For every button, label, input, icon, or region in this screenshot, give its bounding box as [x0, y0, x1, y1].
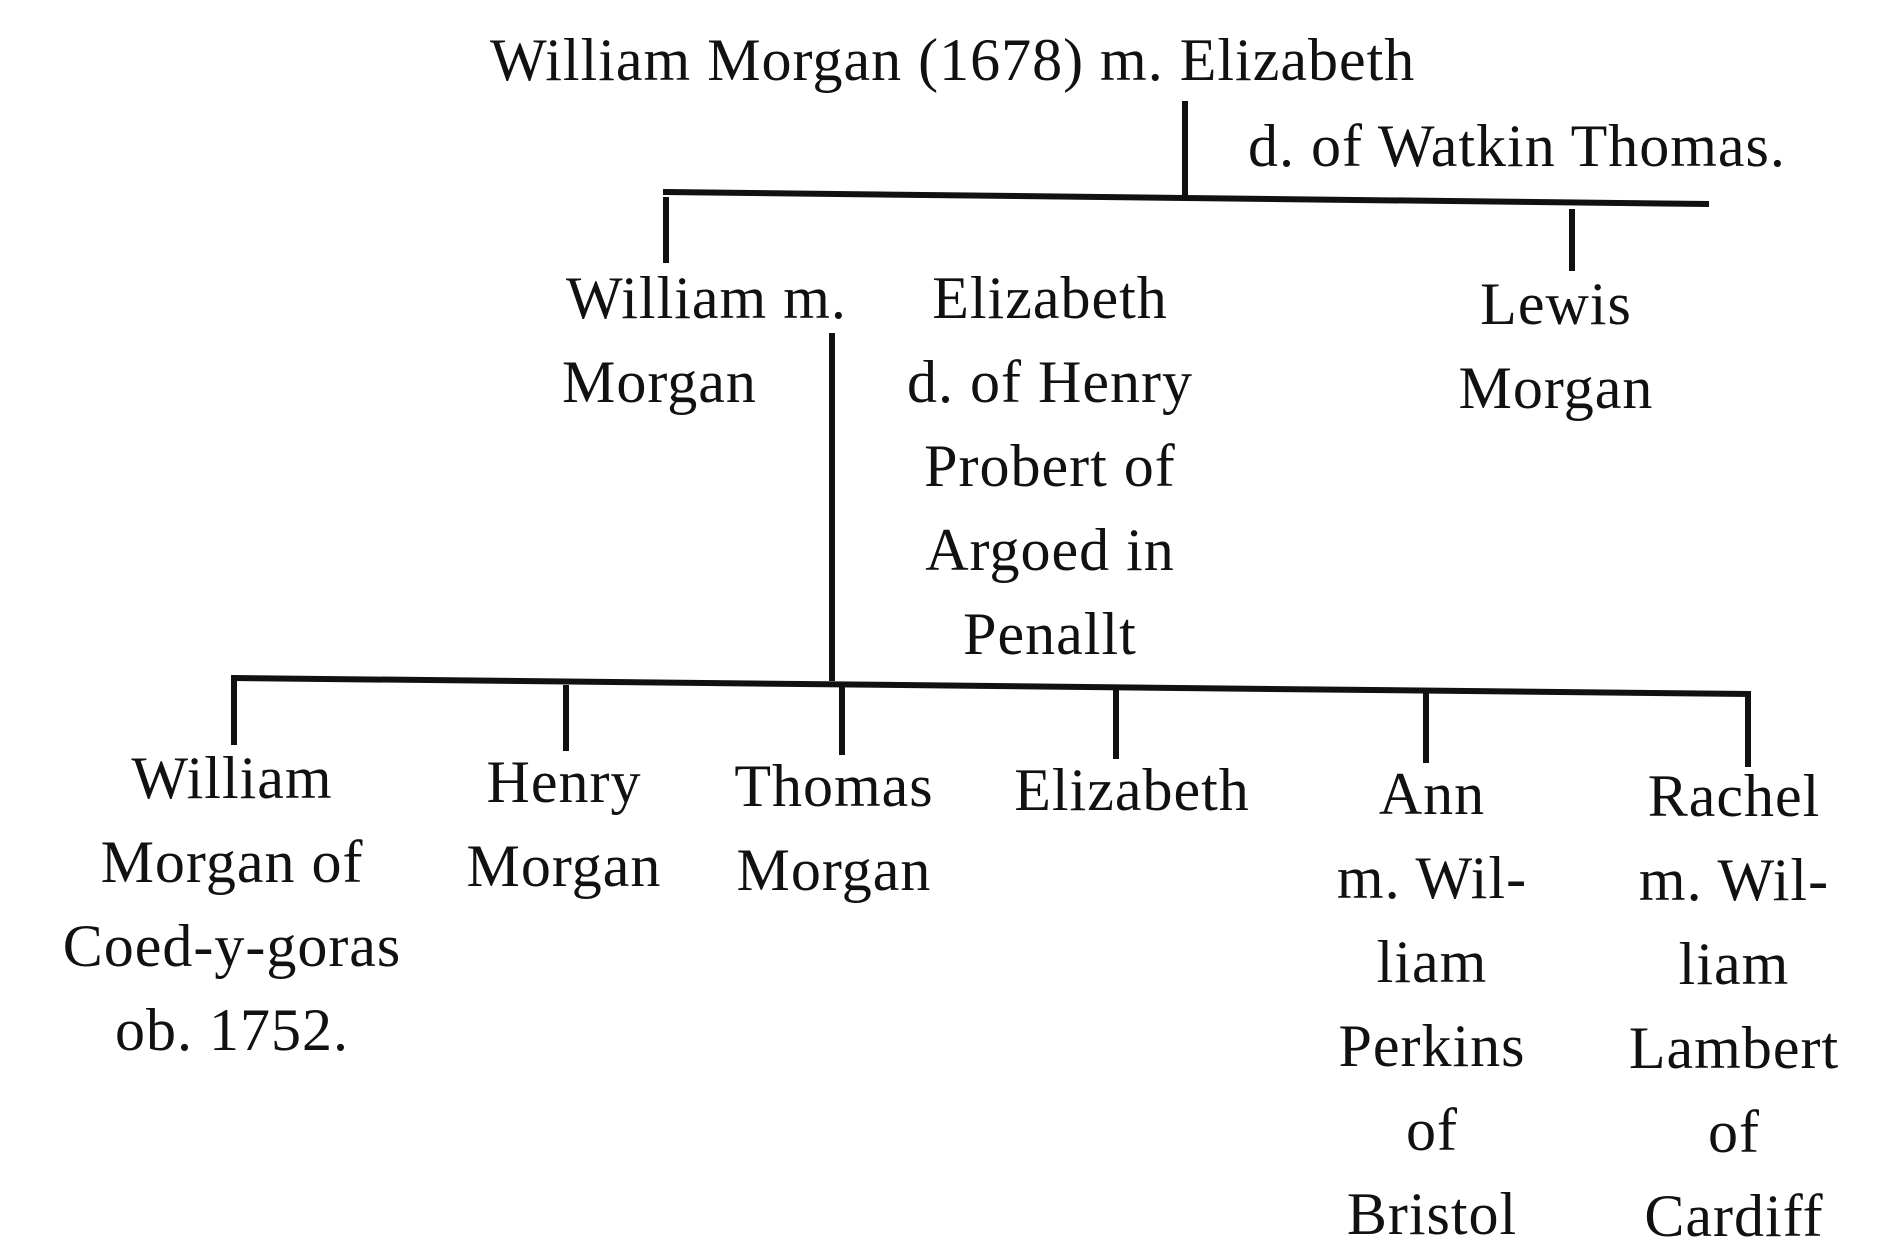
gen3-ann-perkins: Ann m. Wil- liam Perkins of Bristol	[1336, 761, 1528, 1247]
gen3-william-morgan-coed-y-goras: William Morgan of Coed-y-goras ob. 1752.	[62, 745, 402, 1063]
gen2-lewis-morgan: Lewis Morgan	[1458, 271, 1654, 421]
root-couple-line1: William Morgan (1678) m. Elizabeth	[490, 27, 1416, 93]
gen3-henry-morgan: Henry Morgan	[466, 749, 662, 899]
gen3-elizabeth: Elizabeth	[1014, 757, 1250, 823]
gen2-elizabeth-probert: Elizabeth d. of Henry Probert of Argoed …	[907, 265, 1193, 667]
root-couple-line2: d. of Watkin Thomas.	[1248, 113, 1786, 179]
gen3-horizontal-line	[230, 674, 1752, 698]
gen2-horizontal-line	[662, 188, 1710, 208]
gen2-william-morgan: William m. Morgan	[562, 265, 847, 415]
gen3-thomas-morgan: Thomas Morgan	[734, 753, 934, 903]
gen3-rachel-lambert: Rachel m. Wil- liam Lambert of Cardiff	[1628, 763, 1840, 1249]
